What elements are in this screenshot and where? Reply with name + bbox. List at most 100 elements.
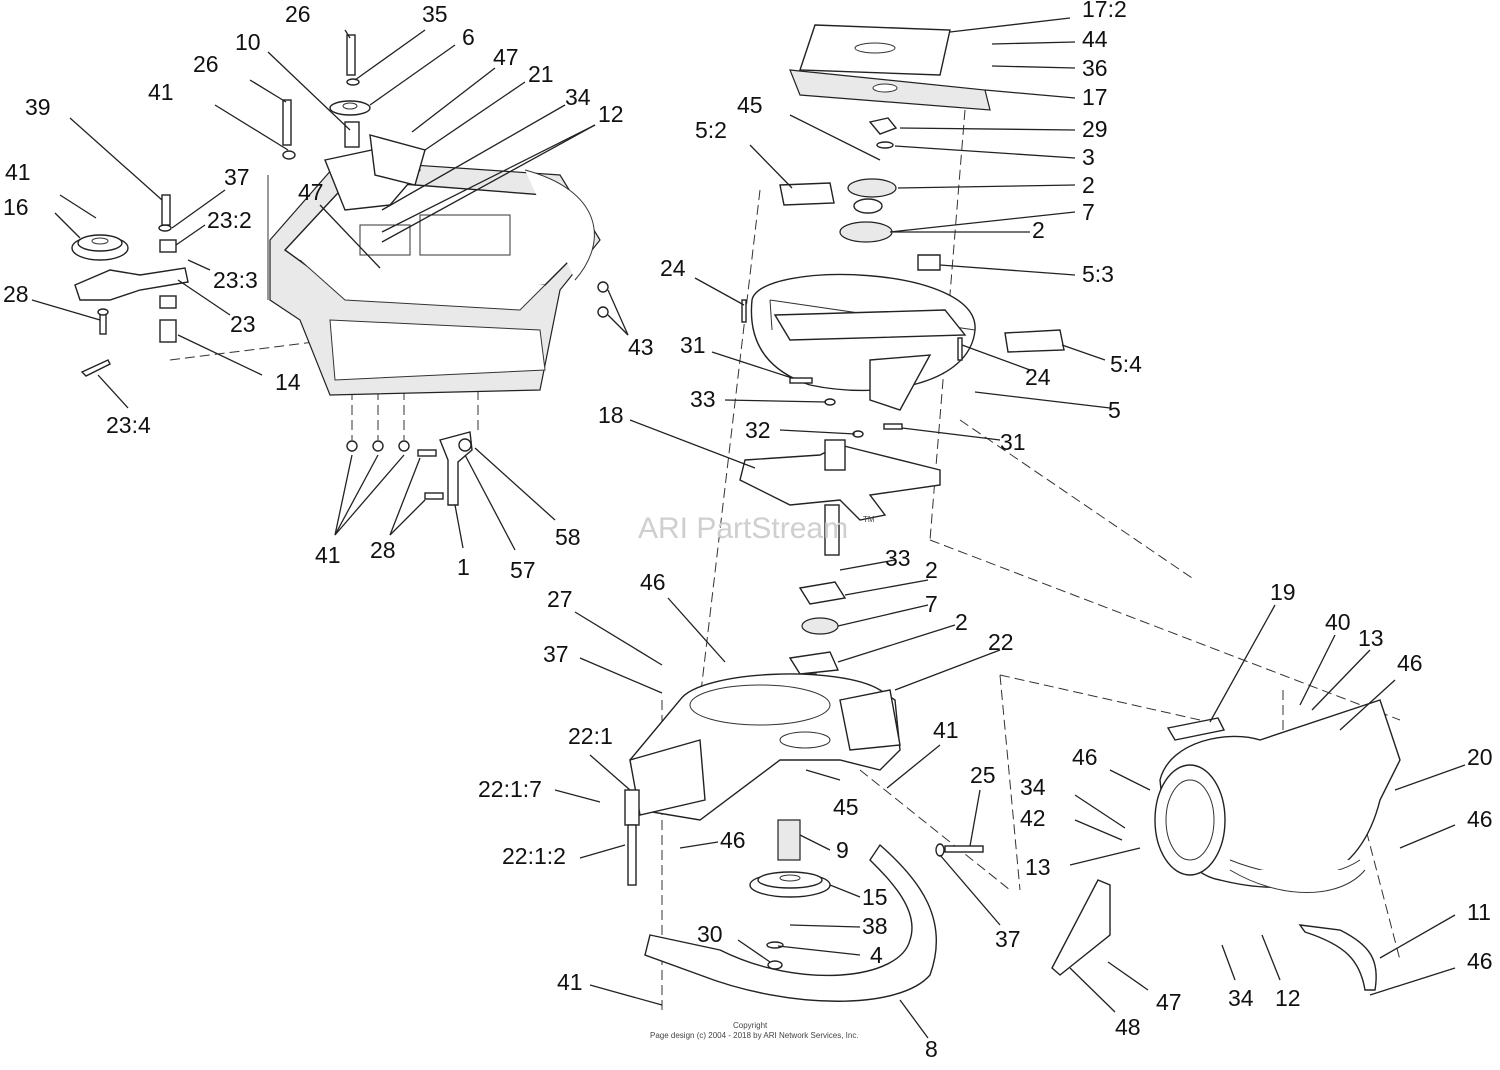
callout-8: 8 bbox=[925, 1036, 938, 1062]
callout-13a: 13 bbox=[1358, 625, 1384, 651]
callout-23-2: 23:2 bbox=[207, 207, 252, 233]
callout-1: 1 bbox=[457, 554, 470, 580]
callout-46e: 46 bbox=[1467, 806, 1493, 832]
callout-7a: 7 bbox=[1082, 199, 1095, 225]
bolt-28-left bbox=[97, 308, 109, 335]
bracket-1 bbox=[346, 431, 473, 506]
callout-2d: 2 bbox=[955, 609, 968, 635]
pivot-post bbox=[624, 789, 640, 886]
callout-5-3: 5:3 bbox=[1082, 261, 1114, 287]
callout-31a: 31 bbox=[680, 332, 706, 358]
callout-45b: 45 bbox=[833, 794, 859, 820]
strap-11 bbox=[1298, 924, 1377, 991]
callout-57: 57 bbox=[510, 557, 536, 583]
bolts-43 bbox=[597, 281, 609, 318]
gear-housing-22 bbox=[629, 673, 901, 821]
callout-37a: 37 bbox=[224, 164, 250, 190]
callout-47a: 47 bbox=[493, 44, 519, 70]
fan-impeller-18 bbox=[739, 439, 941, 521]
fan-housing-5 bbox=[750, 273, 976, 411]
callout-12b: 12 bbox=[1275, 985, 1301, 1011]
callout-5: 5 bbox=[1108, 397, 1121, 423]
callout-21: 21 bbox=[528, 61, 554, 87]
callout-10: 10 bbox=[235, 29, 261, 55]
callout-26b: 26 bbox=[193, 51, 219, 77]
callout-47b: 47 bbox=[298, 179, 324, 205]
bolt-25 bbox=[935, 843, 984, 857]
spacer-stack bbox=[158, 194, 177, 343]
key-23-4 bbox=[80, 359, 111, 377]
callout-28b: 28 bbox=[370, 537, 396, 563]
callout-33a: 33 bbox=[690, 386, 716, 412]
callout-46d: 46 bbox=[1072, 744, 1098, 770]
top-bolts bbox=[282, 34, 371, 160]
discharge-chute-20 bbox=[1154, 699, 1401, 893]
callout-37b: 37 bbox=[543, 641, 569, 667]
callout-31b: 31 bbox=[1000, 429, 1026, 455]
callout-58: 58 bbox=[555, 524, 581, 550]
callout-32: 32 bbox=[745, 417, 771, 443]
callout-34b: 34 bbox=[1020, 774, 1046, 800]
callout-3: 3 bbox=[1082, 144, 1095, 170]
callout-41e: 41 bbox=[557, 969, 583, 995]
callout-2b: 2 bbox=[1032, 217, 1045, 243]
callout-40: 40 bbox=[1325, 609, 1351, 635]
belt-guard-8 bbox=[644, 843, 938, 1002]
latch-19 bbox=[1166, 717, 1226, 741]
callout-46c: 46 bbox=[1397, 650, 1423, 676]
leader-lines bbox=[31, 17, 1466, 1039]
callout-5-2: 5:2 bbox=[695, 117, 727, 143]
callout-41d: 41 bbox=[933, 717, 959, 743]
callout-24b: 24 bbox=[1025, 364, 1051, 390]
watermark-tm: TM bbox=[863, 515, 875, 524]
callout-18: 18 bbox=[598, 402, 624, 428]
cover-plate-17-2 bbox=[799, 24, 951, 76]
callout-41b: 41 bbox=[5, 159, 31, 185]
callout-45a: 45 bbox=[737, 92, 763, 118]
callout-22-1-7: 22:1:7 bbox=[478, 776, 542, 802]
callout-7b: 7 bbox=[925, 591, 938, 617]
callout-43: 43 bbox=[628, 334, 654, 360]
callout-26a: 26 bbox=[285, 1, 311, 27]
pulley-15 bbox=[749, 819, 831, 970]
callout-25: 25 bbox=[970, 762, 996, 788]
callout-46f: 46 bbox=[1467, 948, 1493, 974]
callout-15: 15 bbox=[862, 884, 888, 910]
callout-23-3: 23:3 bbox=[213, 267, 258, 293]
callout-35: 35 bbox=[422, 1, 448, 27]
callout-33b: 33 bbox=[885, 545, 911, 571]
callout-20: 20 bbox=[1467, 744, 1493, 770]
callout-27: 27 bbox=[547, 586, 573, 612]
bearing-stack-top bbox=[839, 117, 898, 243]
copyright-line2: Page design (c) 2004 - 2018 by ARI Netwo… bbox=[650, 1031, 859, 1040]
callout-17: 17 bbox=[1082, 84, 1108, 110]
callout-37c: 37 bbox=[995, 926, 1021, 952]
callout-48: 48 bbox=[1115, 1014, 1141, 1040]
callout-6: 6 bbox=[462, 24, 475, 50]
callout-14: 14 bbox=[275, 369, 301, 395]
callout-38: 38 bbox=[862, 913, 888, 939]
callout-30: 30 bbox=[697, 921, 723, 947]
callout-2c: 2 bbox=[925, 557, 938, 583]
callout-13b: 13 bbox=[1025, 854, 1051, 880]
copyright-line1: Copyright bbox=[733, 1021, 768, 1030]
callout-41c: 41 bbox=[315, 542, 341, 568]
callout-46b: 46 bbox=[720, 827, 746, 853]
callout-34a: 34 bbox=[565, 84, 591, 110]
callout-4: 4 bbox=[870, 942, 883, 968]
callout-2a: 2 bbox=[1082, 172, 1095, 198]
callout-42: 42 bbox=[1020, 805, 1046, 831]
callout-44: 44 bbox=[1082, 26, 1108, 52]
callout-12a: 12 bbox=[598, 101, 624, 127]
chute-plate bbox=[324, 134, 426, 211]
callout-47c: 47 bbox=[1156, 989, 1182, 1015]
callout-11: 11 bbox=[1467, 899, 1491, 925]
callout-23: 23 bbox=[230, 311, 256, 337]
callout-17-2: 17:2 bbox=[1082, 0, 1127, 22]
callout-19: 19 bbox=[1270, 579, 1296, 605]
callout-23-4: 23:4 bbox=[106, 412, 151, 438]
callout-28a: 28 bbox=[3, 281, 29, 307]
callout-24a: 24 bbox=[660, 255, 686, 281]
